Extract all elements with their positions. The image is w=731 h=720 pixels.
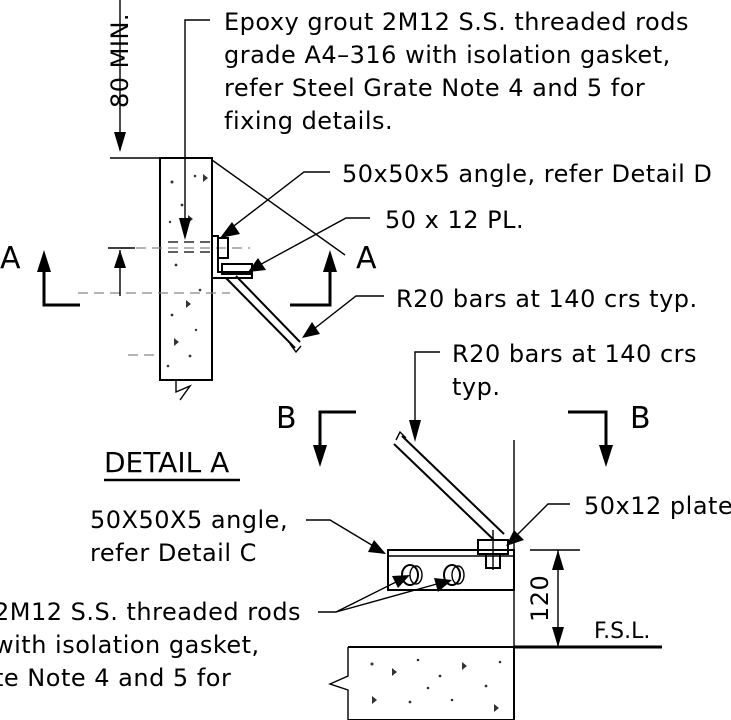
leader-bars-mid xyxy=(409,351,440,442)
dim-80-min-label: 80 MIN. xyxy=(106,13,134,108)
note-bars-mid-line-1: R20 bars at 140 crs xyxy=(452,340,697,368)
break-line-lower xyxy=(328,647,349,720)
section-a-right: A xyxy=(290,241,377,307)
dim-120: 120 xyxy=(526,549,580,647)
note-angle-top: 50x50x5 angle, refer Detail D xyxy=(342,160,712,188)
dim-120-label: 120 xyxy=(526,575,554,622)
note-epoxy-line-3: refer Steel Grate Note 4 and 5 for xyxy=(224,74,645,102)
leader-plate-top xyxy=(248,217,370,272)
nut xyxy=(217,237,229,259)
diagonal-extension xyxy=(211,159,346,256)
break-line xyxy=(175,380,193,401)
note-epoxy-left-line-1: 2M12 S.S. threaded rods xyxy=(0,598,301,626)
leader-epoxy-left xyxy=(318,575,452,613)
concrete-hatch xyxy=(166,174,208,368)
lower-slab xyxy=(328,646,515,720)
note-epoxy-left-line-3: te Note 4 and 5 for xyxy=(0,664,231,692)
note-bars-top: R20 bars at 140 crs typ. xyxy=(396,285,698,313)
leader-plate-right xyxy=(506,503,570,546)
note-angle-left-line-1: 50X50X5 angle, xyxy=(90,506,288,534)
note-epoxy-line-4: fixing details. xyxy=(224,107,393,135)
section-b-left-label: B xyxy=(276,401,297,436)
note-epoxy-line-1: Epoxy grout 2M12 S.S. threaded rods xyxy=(224,8,689,36)
angle-lower xyxy=(387,549,515,591)
note-epoxy-line-2: grade A4–316 with isolation gasket, xyxy=(224,41,671,69)
bar-r20-lower xyxy=(393,430,505,541)
section-b-right-label: B xyxy=(630,401,651,436)
note-angle-left-line-2: refer Detail C xyxy=(90,539,257,567)
dim-80-min: 80 MIN. xyxy=(106,0,160,296)
bar-r20-outer xyxy=(225,277,296,349)
section-a-left: A xyxy=(0,241,80,307)
note-plate-top: 50 x 12 PL. xyxy=(385,206,524,234)
note-bars-mid-line-2: typ. xyxy=(452,373,500,401)
leader-bars-top xyxy=(302,295,384,338)
section-a-left-label: A xyxy=(0,241,21,276)
slab-hatch xyxy=(370,658,502,712)
angle-50x50x5 xyxy=(212,235,253,279)
fsl-label: F.S.L. xyxy=(594,619,650,644)
leader-angle-left xyxy=(306,519,386,554)
upper-wall-section xyxy=(78,157,346,401)
section-a-right-label: A xyxy=(356,241,377,276)
leader-epoxy-top xyxy=(179,19,210,240)
rod-heads xyxy=(401,564,465,586)
bar-r20-inner xyxy=(235,275,301,343)
note-epoxy-left-line-2: with isolation gasket, xyxy=(0,631,260,659)
section-b-left: B xyxy=(276,401,356,467)
leader-angle-top xyxy=(220,171,330,238)
bar-end xyxy=(289,343,302,354)
note-plate-right: 50x12 plate xyxy=(584,492,731,520)
detail-title: DETAIL A xyxy=(104,446,229,479)
concrete-wall xyxy=(159,157,213,381)
section-b-right: B xyxy=(568,401,651,467)
